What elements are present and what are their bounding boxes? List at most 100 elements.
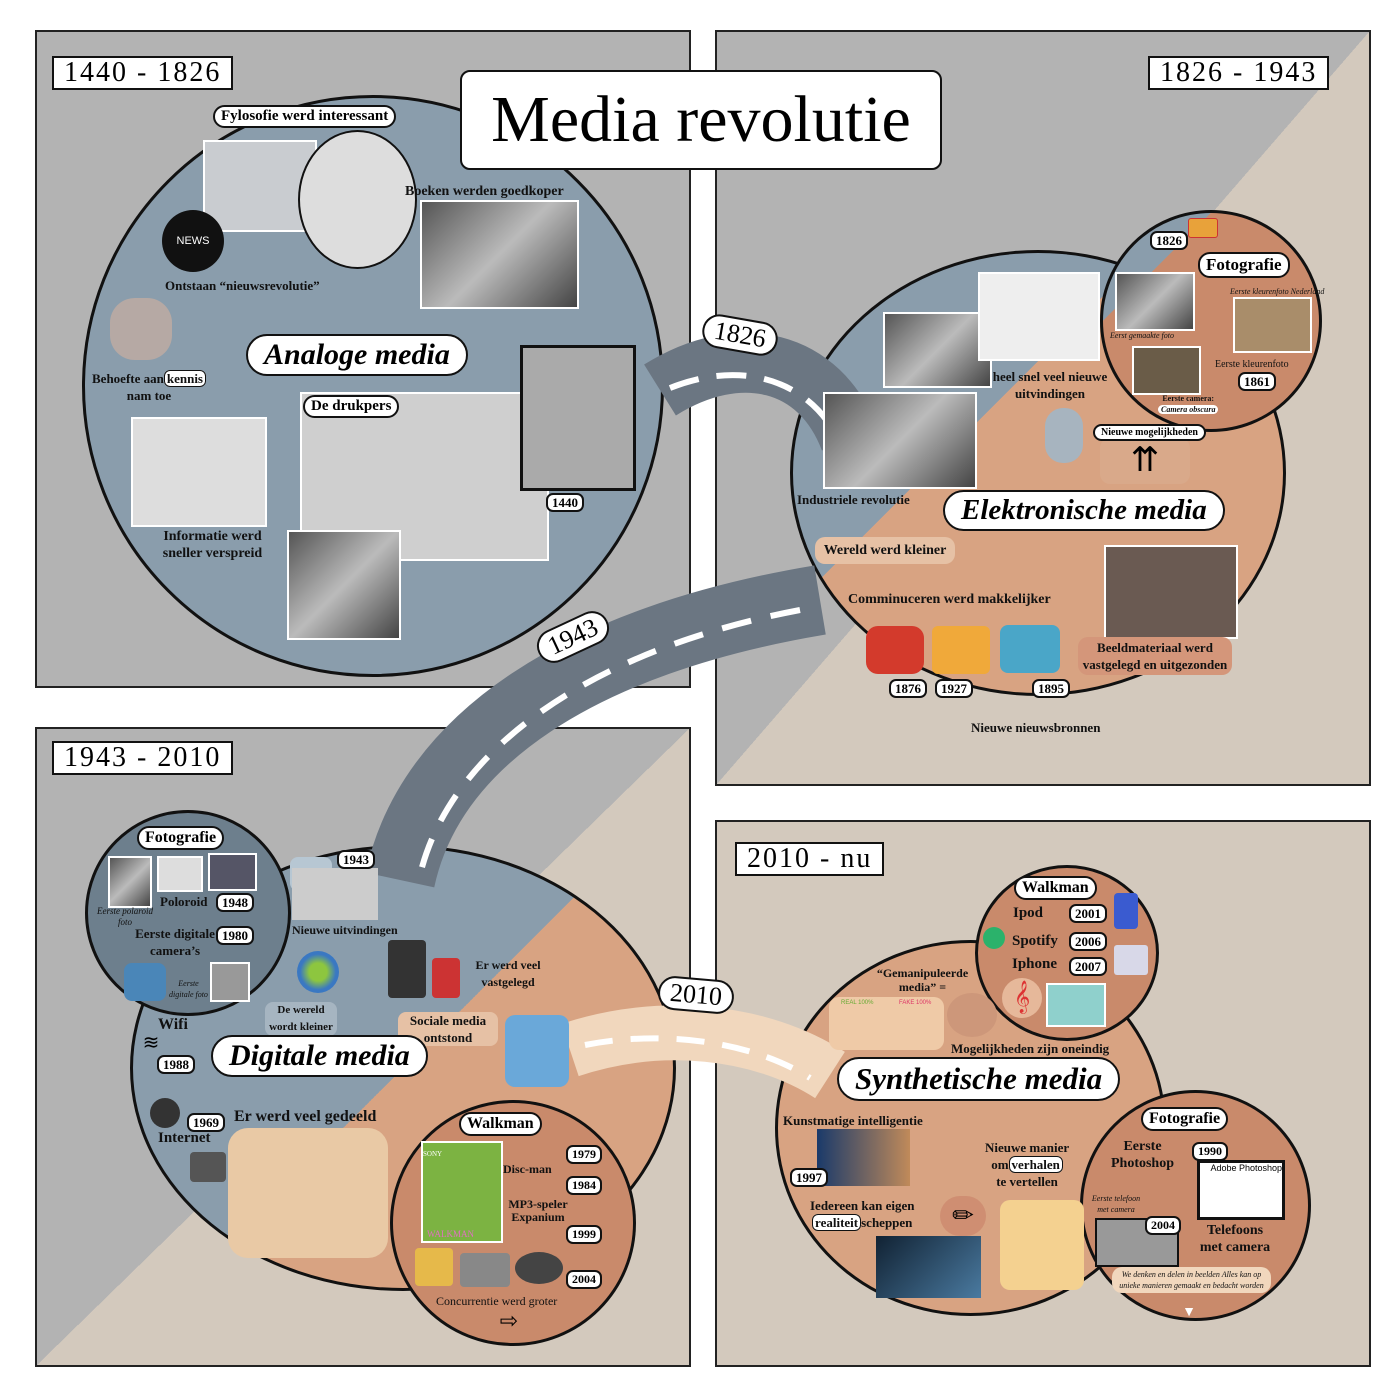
branching-arrows-icon: ⇈ xyxy=(1100,438,1190,484)
main-topic-elektronische-media: Elektronische media xyxy=(943,490,1225,531)
social-media-phone-icon xyxy=(505,1015,569,1087)
kennis-tag: kennis xyxy=(163,370,206,387)
caption-camera: Eerste camera:Camera obscura xyxy=(1158,393,1219,415)
year-1948: 1948 xyxy=(216,893,254,912)
text: Iedereen kan eigen xyxy=(810,1198,915,1213)
digital-camera-icon xyxy=(124,963,166,1001)
label-fotografie: Fotografie xyxy=(137,826,225,850)
polaroid-inventor-image xyxy=(108,856,152,908)
main-topic-digitale-media: Digitale media xyxy=(211,1035,428,1077)
label-informatie: Informatie werd sneller verspreid xyxy=(162,529,263,561)
caption-polaroid: Eerste polaroid foto xyxy=(97,906,153,927)
music-notes-icon: 𝄞 xyxy=(1002,978,1042,1018)
main-topic-synthetische-media: Synthetische media xyxy=(837,1057,1121,1101)
label-internet: Internet xyxy=(158,1130,211,1146)
year-1876: 1876 xyxy=(889,679,927,698)
label-beeld: Beeldmateriaal werd vastgelegd en uitgez… xyxy=(1078,637,1232,675)
year-1980: 1980 xyxy=(216,926,254,945)
label-gedeeld: Er werd veel gedeeld xyxy=(234,1108,377,1125)
period-label: 2010 - nu xyxy=(735,842,885,876)
iphone-icon xyxy=(1114,945,1148,975)
label-discman: Disc-man xyxy=(503,1162,552,1176)
label-vastgelegd: Er werd veel vastgelegd xyxy=(475,958,541,989)
label-uitvindingen: heel snel veel nieuwe uitvindingen xyxy=(992,369,1108,401)
label-ki: Kunstmatige intelligentie xyxy=(783,1113,923,1128)
vr-headset-image xyxy=(876,1236,981,1298)
walkman-device-icon xyxy=(415,1248,453,1286)
ai-hands-image xyxy=(817,1129,910,1186)
year-2006: 2006 xyxy=(1069,932,1107,951)
spotify-icon xyxy=(983,927,1005,949)
walkman-logo-text: WALKMAN xyxy=(427,1229,474,1239)
people-sharing-illustration xyxy=(228,1128,388,1258)
year-1826: 1826 xyxy=(1150,231,1188,250)
year-1895: 1895 xyxy=(1032,679,1070,698)
camera-icon xyxy=(1188,218,1218,238)
label-concurrentie: Concurrentie werd groter xyxy=(436,1294,558,1308)
real-fake-faces-illustration: REAL 100% FAKE 100% xyxy=(829,997,944,1050)
text: Nieuwe manier xyxy=(985,1140,1070,1155)
period-label: 1440 - 1826 xyxy=(52,56,234,90)
main-topic-analoge-media: Analoge media xyxy=(246,334,468,376)
label-mp3: MP3-speler Expanium xyxy=(508,1197,568,1224)
newspapers-image xyxy=(131,417,267,527)
label-spotify: Spotify xyxy=(1012,933,1058,949)
radio-icon xyxy=(932,626,990,674)
news-icon: NEWS xyxy=(162,210,224,272)
label-wifi: Wifi xyxy=(158,1016,188,1033)
computer-image xyxy=(292,868,378,920)
year-2001: 2001 xyxy=(1069,904,1107,923)
colorful-shapes-icon xyxy=(947,993,997,1037)
label-walkman: Walkman xyxy=(1014,876,1097,900)
year-1969: 1969 xyxy=(187,1113,225,1132)
globe-icon xyxy=(297,951,339,993)
polaroid-photo-image xyxy=(208,853,257,891)
year-1943: 1943 xyxy=(337,850,375,869)
road-1826 xyxy=(644,332,879,452)
text: nam toe xyxy=(126,388,172,403)
machine-image xyxy=(978,272,1100,361)
label-fotografie: Fotografie xyxy=(1198,252,1290,278)
year-1988: 1988 xyxy=(157,1055,195,1074)
first-photo-image xyxy=(1115,272,1195,331)
label-industrie: Industriele revolutie xyxy=(797,492,910,507)
wifi-icon: ≋ xyxy=(142,1032,160,1054)
label-uitvindingen: Nieuwe uitvindingen xyxy=(292,923,398,937)
brain-icon xyxy=(110,298,172,360)
road-1826-dashes xyxy=(668,372,833,427)
road-1943-dashes xyxy=(417,607,801,876)
label-communiceren: Comminuceren werd makkelijker xyxy=(848,592,1051,607)
books-image xyxy=(420,200,579,309)
factory-image xyxy=(823,392,977,489)
label-photoshop: Eerste Photoshop xyxy=(1110,1139,1175,1171)
label-gemanipuleerd: “Gemanipuleerde media” = xyxy=(876,966,969,994)
microphone-icon xyxy=(1045,408,1083,463)
year-2007: 2007 xyxy=(1069,957,1107,976)
label-mogelijkheden: Nieuwe mogelijkheden xyxy=(1093,424,1206,441)
year-1984: 1984 xyxy=(566,1176,602,1195)
caption-color-nl: Eerste kleurenfoto Nederland xyxy=(1230,287,1325,296)
label-digitale: Eerste digitale camera’s xyxy=(135,926,215,958)
text: Behoefte aan xyxy=(92,371,164,386)
label-ipod: Ipod xyxy=(1013,905,1044,921)
year-1999: 1999 xyxy=(566,1225,602,1244)
arrow-down-icon: ▼ xyxy=(1182,1305,1196,1320)
caption-tel-camera: Eerste telefoon met camera xyxy=(1091,1194,1141,1214)
open-book-icon xyxy=(1000,1200,1084,1290)
telephone-icon xyxy=(866,626,924,674)
adobe-photoshop-text: Adobe Photoshop xyxy=(1210,1163,1282,1173)
text: Camera obscura xyxy=(1158,405,1219,414)
cd-player-icon xyxy=(515,1252,563,1284)
family-radio-image xyxy=(1104,545,1238,639)
label-nieuwsrevolutie: Ontstaan “nieuwsrevolutie” xyxy=(165,278,320,293)
year-2004: 2004 xyxy=(1145,1216,1181,1235)
year-1861: 1861 xyxy=(1238,372,1276,391)
year-1927: 1927 xyxy=(935,679,973,698)
label-poloroid: Poloroid xyxy=(160,894,208,909)
label-bronnen: Nieuwe nieuwsbronnen xyxy=(971,720,1101,735)
film-camera-icon xyxy=(388,940,426,998)
